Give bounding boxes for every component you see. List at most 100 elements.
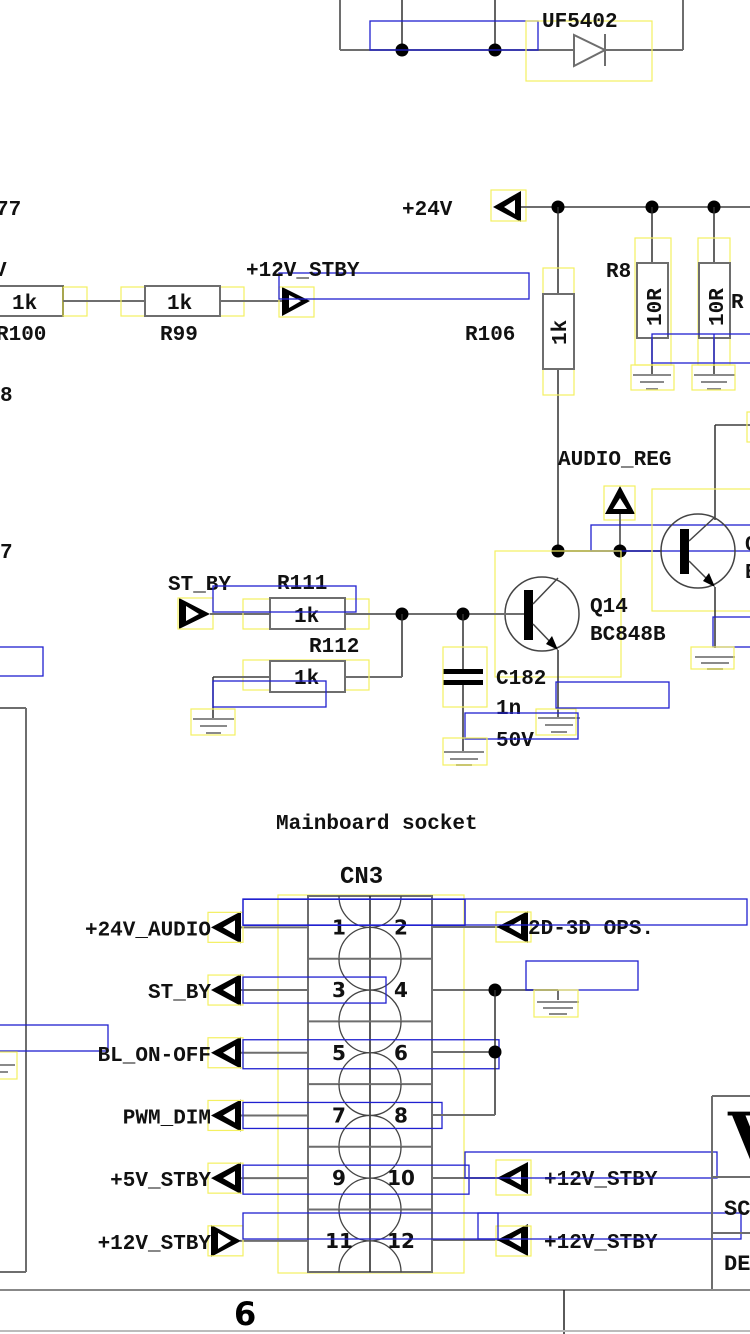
net-highlight xyxy=(242,898,748,926)
net-highlight xyxy=(212,585,357,613)
pin-number[interactable]: 12 xyxy=(387,1229,415,1253)
net-highlight xyxy=(242,1164,470,1195)
pin-number[interactable]: 9 xyxy=(332,1166,346,1190)
resistor-ref: R xyxy=(731,292,744,315)
resistor-r106[interactable]: 1k R106 xyxy=(465,207,575,551)
resistor-r112[interactable]: 1k R112 xyxy=(190,636,370,736)
transistor-base xyxy=(680,529,689,574)
contact-arc-icon xyxy=(369,958,402,1022)
title-logo-letter: V xyxy=(727,1098,750,1176)
net-highlight xyxy=(651,333,750,364)
left-net-3[interactable]: PWM_DIM xyxy=(123,1099,443,1132)
ground-icon xyxy=(444,751,484,766)
pin-number[interactable]: 3 xyxy=(332,978,346,1002)
flag-inner xyxy=(223,920,235,935)
net-label-right: +12V_STBY xyxy=(544,1169,658,1192)
pin-number[interactable]: 8 xyxy=(394,1103,408,1127)
net-highlight xyxy=(712,616,750,648)
flag-inner xyxy=(289,295,301,308)
ground-icon xyxy=(694,374,735,390)
resistor-value: 10R xyxy=(645,288,668,326)
resistor-value: 1k xyxy=(550,320,573,345)
flag-inner xyxy=(223,1045,235,1060)
transistor-part: B xyxy=(745,562,750,585)
net-label-left: BL_ON-OFF xyxy=(98,1045,211,1068)
resistor-ref: R112 xyxy=(309,636,359,659)
diode-uf5402[interactable]: UF5402 xyxy=(525,0,684,82)
left-net-1[interactable]: ST_BY xyxy=(148,974,387,1007)
top-diode-section: UF5402 xyxy=(339,0,684,82)
contact-arc-icon xyxy=(369,895,402,959)
partial-label: 77 xyxy=(0,199,21,222)
part-bounds xyxy=(691,364,736,391)
net-label: +12V_STBY xyxy=(246,260,360,283)
net-highlight xyxy=(477,1212,499,1240)
net-highlight xyxy=(464,1151,718,1179)
net-highlight xyxy=(464,712,579,740)
resistor-r100[interactable]: 1k R100 xyxy=(0,285,88,347)
emitter-arrow xyxy=(546,636,558,650)
resistor-r111[interactable]: 1k R111 xyxy=(212,573,370,630)
junction-dot xyxy=(488,1045,502,1059)
left-net-5[interactable]: +12V_STBY xyxy=(98,1224,308,1257)
net-label: +24V xyxy=(402,199,453,222)
pin-number[interactable]: 6 xyxy=(394,1041,408,1065)
capacitor-c182[interactable]: C182 1n 50V xyxy=(442,614,579,766)
capacitor-value: 1n xyxy=(496,698,521,721)
net-flag-12v-stby-top[interactable]: +12V_STBY xyxy=(246,260,530,318)
part-bounds xyxy=(535,708,577,736)
left-net-0[interactable]: +24V_AUDIO xyxy=(85,898,466,944)
collector xyxy=(688,516,716,542)
flag-inner xyxy=(509,920,521,934)
resistor-value: 1k xyxy=(167,293,192,316)
pin-number[interactable]: 4 xyxy=(394,978,408,1002)
st-by-input[interactable]: ST_BY xyxy=(168,574,231,630)
resistor-r99[interactable]: 1k R99 xyxy=(120,285,245,347)
ground-icon xyxy=(538,717,580,733)
pin-number[interactable]: 1 xyxy=(332,915,346,939)
collector xyxy=(532,577,559,605)
net-highlight xyxy=(278,272,530,300)
flag-inner xyxy=(218,1232,231,1249)
capacitor-plate xyxy=(443,669,483,674)
flag-inner xyxy=(504,200,515,214)
part-bounds xyxy=(207,911,244,943)
partial-label: 7 xyxy=(0,542,13,565)
contact-arc-icon xyxy=(369,1084,402,1147)
net-highlight xyxy=(369,20,539,51)
left-net-4[interactable]: +5V_STBY xyxy=(110,1162,470,1195)
pin-number[interactable]: 10 xyxy=(387,1166,415,1190)
section-title: Mainboard socket xyxy=(276,813,478,836)
transistor-ref: Q14 xyxy=(590,596,628,619)
resistor-r8[interactable]: 10R R8 xyxy=(606,207,675,391)
left-net-2[interactable]: BL_ON-OFF xyxy=(98,1036,500,1070)
power-rail-24v: +24V xyxy=(402,189,750,222)
partial-label: V xyxy=(0,260,7,283)
resistor-body xyxy=(144,285,221,317)
pin-number[interactable]: 2 xyxy=(394,915,408,939)
flag-inner xyxy=(186,606,199,621)
audio-reg-net[interactable]: AUDIO_REG xyxy=(558,449,671,551)
transistor-right[interactable]: Q B xyxy=(651,411,750,670)
ground-icon xyxy=(633,374,671,390)
net-highlight xyxy=(590,524,750,552)
capacitor-ref: C182 xyxy=(496,668,546,691)
net-label-left: +24V_AUDIO xyxy=(85,919,211,942)
right-nets: 2D-3D OPS. +12V_STBY +12V_STBY xyxy=(242,898,748,1257)
flag-inner xyxy=(613,498,627,509)
transistor-q14[interactable]: Q14 BC848B xyxy=(494,550,670,736)
resistor-body xyxy=(542,293,575,370)
part-bounds xyxy=(495,1225,532,1257)
net-label: AUDIO_REG xyxy=(558,449,671,472)
net-label-left: +5V_STBY xyxy=(110,1170,211,1193)
resistor-ref: R8 xyxy=(606,261,631,284)
pin-number[interactable]: 11 xyxy=(325,1229,353,1253)
part-bounds xyxy=(442,737,488,766)
pin-number[interactable]: 5 xyxy=(332,1041,346,1065)
title-block: V SC DE 6 xyxy=(0,1095,750,1334)
resistor-r7[interactable]: 10R R xyxy=(691,207,744,391)
part-bounds xyxy=(746,411,750,443)
pin-number[interactable]: 7 xyxy=(332,1103,346,1127)
transistor-icon xyxy=(660,513,736,589)
